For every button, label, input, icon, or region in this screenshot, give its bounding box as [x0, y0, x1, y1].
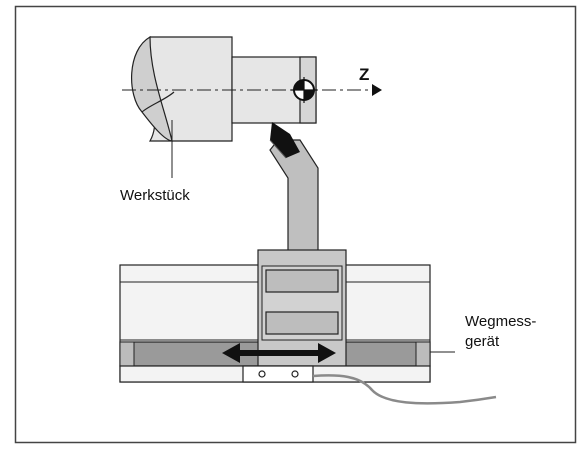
scanning-head: [242, 365, 314, 383]
machine-slide: [119, 249, 431, 383]
axis-label: Z: [359, 65, 369, 84]
encoder-cable: [312, 374, 497, 405]
workpiece-break-curve: [141, 91, 175, 113]
carriage-block-lower: [265, 311, 339, 335]
scanning-head-screw-right: [291, 370, 299, 378]
guide-rail-end-left: [119, 341, 135, 367]
scanning-head-screw-left: [258, 370, 266, 378]
workpiece-label: Werkstück: [120, 187, 190, 204]
guide-rail-end-right: [415, 341, 431, 367]
axis-arrow-head: [372, 84, 382, 96]
tool-tip-edge: [269, 139, 287, 159]
encoder-label-line-1: Wegmess-: [465, 313, 536, 330]
double-arrow-icon: [222, 343, 336, 363]
reference-point-icon: [291, 77, 317, 103]
tool-tip: [270, 122, 300, 158]
carriage-block-upper: [265, 269, 339, 293]
encoder-label-line-2: gerät: [465, 333, 500, 350]
workpiece-break-face: [131, 35, 173, 142]
